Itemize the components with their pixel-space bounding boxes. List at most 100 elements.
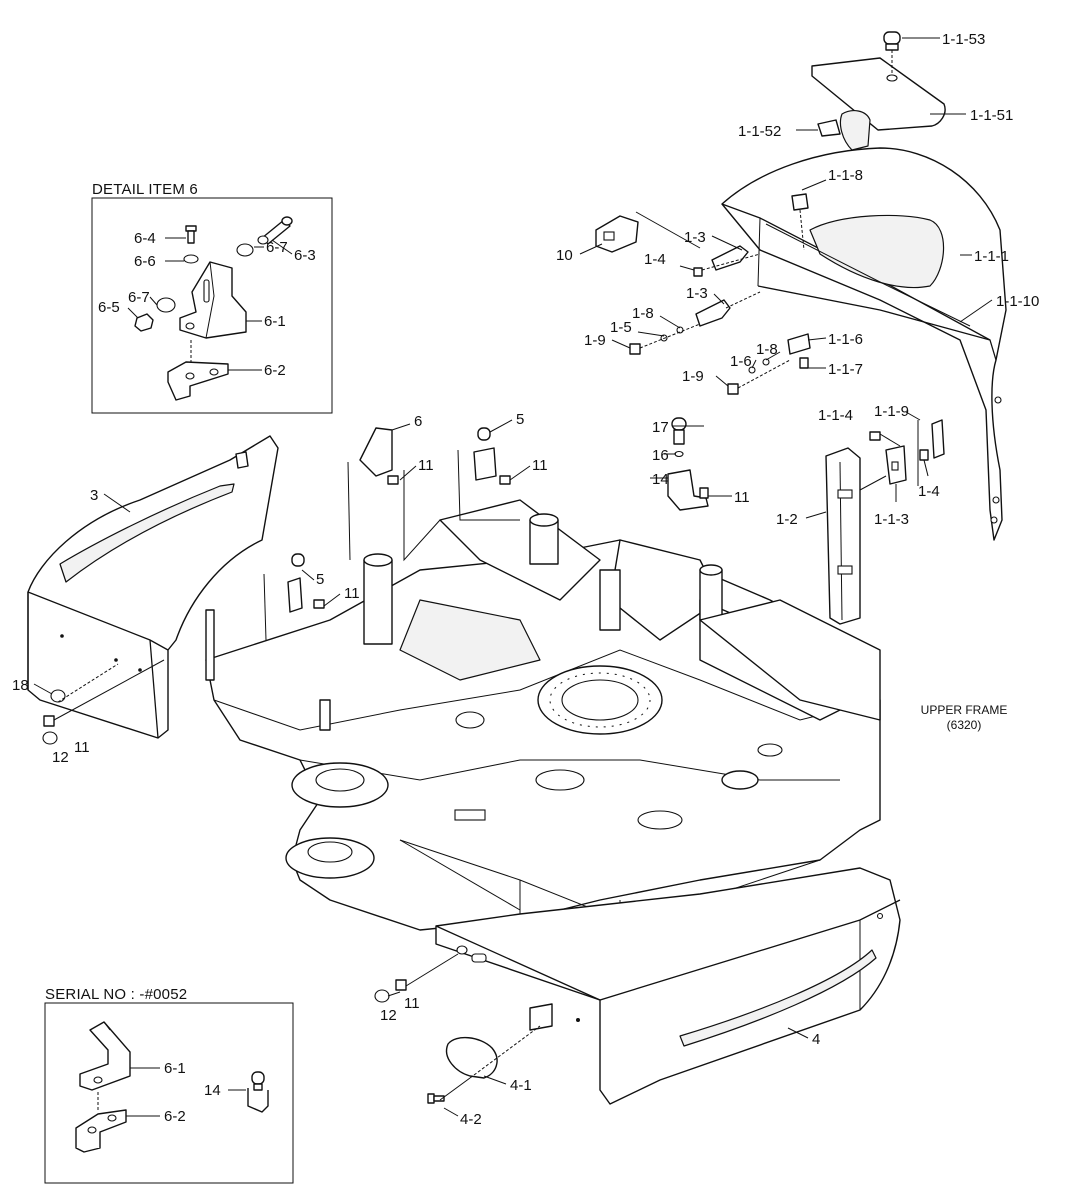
label-6: 6 — [414, 413, 422, 430]
rear-cover-4 — [435, 867, 901, 1105]
boom-foot-boss-upper — [291, 762, 389, 808]
label-14-serial: 14 — [204, 1082, 221, 1099]
label-18: 18 — [12, 677, 29, 694]
cap-18 — [50, 689, 66, 703]
cap-12-left — [42, 731, 58, 745]
swing-bearing — [537, 665, 663, 735]
label-12-left: 12 — [52, 749, 69, 766]
bolt-11-left — [43, 715, 55, 727]
label-16: 16 — [652, 447, 669, 464]
serial-no-panel: SERIAL NO : -#0052 — [44, 986, 294, 1184]
label-1-1-51: 1-1-51 — [970, 107, 1013, 124]
knob-1-1-53 — [883, 31, 901, 51]
label-1-1-6: 1-1-6 — [828, 331, 863, 348]
label-1-1-53: 1-1-53 — [942, 31, 985, 48]
serial-bracket-6-1 — [79, 1021, 131, 1091]
label-6-4: 6-4 — [134, 230, 156, 247]
hinge-1-3-upper — [711, 245, 749, 271]
label-6-7-lower: 6-7 — [128, 289, 150, 306]
label-6-1-serial: 6-1 — [164, 1060, 186, 1077]
leader-lines — [33, 37, 993, 1117]
bolt-4-2 — [427, 1093, 445, 1104]
label-1-3-upper: 1-3 — [684, 229, 706, 246]
detail-washer-6-6 — [183, 254, 199, 264]
detail-bolt-6-4 — [185, 225, 197, 244]
label-14-frame: 14 — [652, 471, 669, 488]
label-5-left: 5 — [316, 571, 324, 588]
label-11-bracket-6: 11 — [418, 457, 434, 474]
serial-no-title: SERIAL NO : -#0052 — [45, 986, 187, 1003]
label-1-1-4: 1-1-4 — [818, 407, 853, 424]
upper-frame — [205, 499, 881, 940]
label-3: 3 — [90, 487, 98, 504]
label-1-1-7: 1-1-7 — [828, 361, 863, 378]
cap-12-bottom — [374, 989, 390, 1003]
label-1-1-52: 1-1-52 — [738, 123, 781, 140]
detail-washer-6-7-upper — [236, 243, 254, 257]
label-11-left: 11 — [74, 739, 90, 756]
label-1-1-1: 1-1-1 — [974, 248, 1009, 265]
label-1-1-8: 1-1-8 — [828, 167, 863, 184]
hood-bracket-1-1-8 — [791, 193, 809, 211]
label-1-9-upper: 1-9 — [584, 332, 606, 349]
detail-bolt-6-3 — [257, 216, 293, 245]
upper-frame-code: (6320) — [947, 718, 982, 732]
label-1-1-10: 1-1-10 — [996, 293, 1039, 310]
label-1-8-upper: 1-8 — [632, 305, 654, 322]
bolt-11-bottom — [395, 979, 407, 991]
label-1-3-lower: 1-3 — [686, 285, 708, 302]
bracket-5-left — [263, 553, 325, 641]
fasteners-hood — [629, 267, 811, 395]
engine-hood-1-1-1 — [721, 147, 1007, 541]
detail-item-6-title: DETAIL ITEM 6 — [92, 181, 198, 198]
label-12-bottom: 12 — [380, 1007, 397, 1024]
latch-10 — [595, 215, 639, 253]
label-11-bracket-5: 11 — [532, 457, 548, 474]
bracket-6 — [347, 427, 441, 562]
label-1-4-stay: 1-4 — [918, 483, 940, 500]
mat-1-1-51 — [811, 57, 946, 151]
detail-bracket-6-2 — [167, 361, 229, 401]
hinge-1-3-lower — [695, 299, 731, 327]
label-1-6: 1-6 — [730, 353, 752, 370]
label-4-1: 4-1 — [510, 1077, 532, 1094]
bracket-5-right — [457, 427, 520, 521]
label-6-7-upper: 6-7 — [266, 239, 288, 256]
label-1-2: 1-2 — [776, 511, 798, 528]
boom-foot-boss-lower — [285, 837, 375, 879]
detail-nut-6-5 — [134, 313, 154, 332]
label-4-2: 4-2 — [460, 1111, 482, 1128]
label-1-8-lower: 1-8 — [756, 341, 778, 358]
serial-clip-14 — [247, 1071, 269, 1113]
label-11-left-bracket: 11 — [344, 585, 360, 602]
label-1-1-3: 1-1-3 — [874, 511, 909, 528]
bracket-1-1-3 — [885, 445, 907, 485]
upper-frame-label: UPPER FRAME — [921, 703, 1008, 717]
label-6-3: 6-3 — [294, 247, 316, 264]
label-1-4-hood: 1-4 — [644, 251, 666, 268]
label-6-6: 6-6 — [134, 253, 156, 270]
label-6-2-serial: 6-2 — [164, 1108, 186, 1125]
callout-labels: 1-1-53 1-1-51 1-1-52 1-1-8 1-1-1 1-1-10 … — [12, 31, 1039, 1128]
plate-1-1-9 — [931, 419, 945, 459]
stay-1-2 — [825, 447, 861, 625]
serial-bracket-6-2 — [75, 1109, 127, 1153]
label-4: 4 — [812, 1031, 820, 1048]
label-5-right: 5 — [516, 411, 524, 428]
label-6-2-detail: 6-2 — [264, 362, 286, 379]
label-11-clip: 11 — [734, 489, 750, 506]
label-1-9-lower: 1-9 — [682, 368, 704, 385]
label-10: 10 — [556, 247, 573, 264]
label-17: 17 — [652, 419, 669, 436]
bolt-1-1-4 — [869, 431, 881, 441]
label-11-bottom: 11 — [404, 995, 420, 1012]
detail-item-6-panel: DETAIL ITEM 6 — [91, 181, 333, 414]
clip-assembly-14 — [667, 417, 709, 511]
clip-1-1-52 — [817, 119, 841, 137]
bolt-1-4 — [919, 449, 929, 461]
detail-washer-6-7-lower — [156, 297, 176, 313]
left-cover-3 — [27, 435, 279, 739]
cover-plate-4-1 — [445, 1037, 498, 1079]
label-6-5: 6-5 — [98, 299, 120, 316]
